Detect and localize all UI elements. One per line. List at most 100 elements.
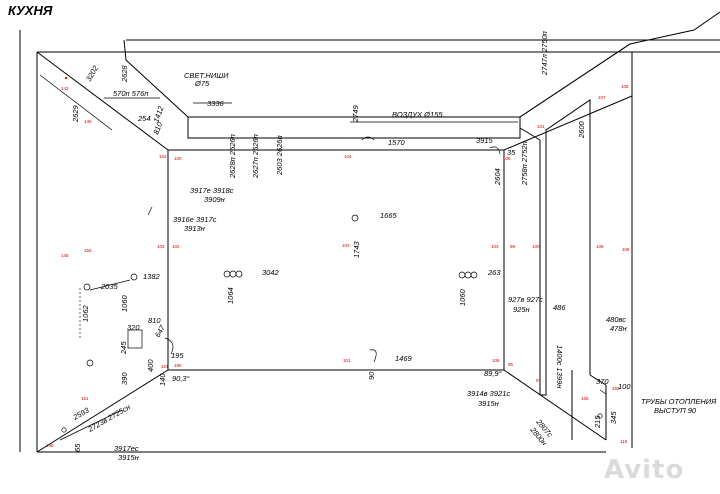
dimension: 2749 xyxy=(351,104,360,123)
dimension: 140 xyxy=(158,373,167,386)
socket-icon xyxy=(464,271,472,279)
dimension: 3913н xyxy=(184,224,205,233)
dimension: 1469 xyxy=(395,354,413,363)
dimension: 1060 xyxy=(120,294,129,312)
mark-label: 99 xyxy=(510,244,516,249)
dimension: 3909н xyxy=(204,195,225,204)
outlet-block-icon xyxy=(127,329,143,349)
dimension: 570п 576п xyxy=(113,89,148,98)
dimension: 810 xyxy=(151,120,164,136)
mark-label: 151 xyxy=(81,396,89,401)
fixtures xyxy=(61,136,607,433)
socket-icon xyxy=(235,270,243,278)
socket-icon xyxy=(351,214,359,222)
dimension: 320 xyxy=(127,323,140,332)
pipe-icon xyxy=(489,146,501,155)
air-vent-icon xyxy=(361,136,375,141)
page-title: КУХНЯ xyxy=(8,3,53,18)
mark-label: 155 xyxy=(84,248,92,253)
dimension: 1062 xyxy=(81,304,90,322)
dimension: 2758п 2752п xyxy=(520,141,529,186)
wire-icon xyxy=(369,349,377,363)
pipes-label: ВЫСТУП 90 xyxy=(654,406,697,415)
dimension: 1412 xyxy=(151,104,165,124)
dimension: 1743 xyxy=(352,240,361,258)
dimension: 3042 xyxy=(262,268,280,277)
dimension: 2600 xyxy=(577,120,586,139)
wire-icon xyxy=(164,337,174,355)
dimension: 3915н xyxy=(478,399,499,408)
dimension: 3914в 3921с xyxy=(467,389,510,398)
mark-label: 116 xyxy=(620,439,628,444)
dimension: 2035 xyxy=(100,282,119,291)
mark-label: 108 xyxy=(621,84,629,89)
wire-icon xyxy=(147,206,153,216)
socket-icon xyxy=(470,271,478,279)
socket-icon xyxy=(130,273,138,281)
dimension: 195 xyxy=(171,351,184,360)
dimension: 3917е 3918с xyxy=(190,186,234,195)
mark-label: 106 xyxy=(596,244,604,249)
socket-icon xyxy=(229,270,237,278)
room-lines xyxy=(19,11,720,453)
dimension: 2603 2626п xyxy=(275,135,284,176)
dimension: 3336 xyxy=(207,99,225,108)
dimension: 345 xyxy=(609,411,618,424)
pipe-icon xyxy=(599,389,607,395)
socket-icon xyxy=(83,283,91,291)
dimension: 3915н xyxy=(118,453,139,462)
dimension: 254 xyxy=(137,114,151,123)
mark-label: 100 xyxy=(532,244,540,249)
mark-label: 105 xyxy=(503,156,511,161)
dimension: 390 xyxy=(120,372,129,385)
dimension: 925н xyxy=(513,305,530,314)
dimension: 486 xyxy=(553,303,566,312)
dimension: 65 xyxy=(73,443,82,452)
dimension: 2627п 2626п xyxy=(251,134,260,179)
mark-label: 103 xyxy=(157,244,165,249)
mark-label: 146 xyxy=(84,119,92,124)
niche-diameter: Ø75 xyxy=(194,79,210,88)
pipes-label: ТРУБЫ ОТОПЛЕНИЯ xyxy=(641,397,717,406)
dimension: 1400с 1399н xyxy=(555,345,564,388)
angle: 89,9° xyxy=(484,369,502,378)
dimension: 810 xyxy=(148,316,161,325)
socket-icon xyxy=(223,270,231,278)
dimension: 2629 xyxy=(71,104,80,123)
dimension: 2747л 2750п xyxy=(540,31,549,76)
dimension: 3916е 3917с xyxy=(173,215,217,224)
mark-label: 103 xyxy=(342,243,350,248)
dimension: 2628п 2626п xyxy=(228,134,237,179)
mark-label: 109 xyxy=(622,247,630,252)
mark-label: 143 xyxy=(61,86,69,91)
mark-label: 104 xyxy=(344,154,352,159)
dimension: 3202 xyxy=(84,63,101,83)
mark-label: 101 xyxy=(343,358,351,363)
mark-label: 95 xyxy=(508,362,514,367)
dimension: 2628 xyxy=(120,64,129,83)
niche-label: СВЕТ.НИШИ xyxy=(184,71,229,80)
socket-icon xyxy=(458,271,466,279)
mark-label: 107 xyxy=(598,95,606,100)
socket-icon xyxy=(86,359,94,367)
mark-label: 165 xyxy=(581,396,589,401)
mark-label: 100 xyxy=(174,156,182,161)
mark-label: 102 xyxy=(172,244,180,249)
dimension: 263 xyxy=(487,268,501,277)
mark-label: 160 xyxy=(612,386,620,391)
mark-label: 190 xyxy=(174,363,182,368)
dimension: 90 xyxy=(367,371,376,380)
dimension: 35 xyxy=(507,148,516,157)
dimension: 400 xyxy=(146,359,155,372)
mark-label: 153 xyxy=(159,154,167,159)
dimension: 245 xyxy=(119,341,128,355)
angle: 90,3° xyxy=(172,374,190,383)
dimension: 1665 xyxy=(380,211,398,220)
dimension: 1060 xyxy=(458,288,467,306)
dimension: 215 xyxy=(593,415,602,429)
dimension: 2604 xyxy=(493,168,502,186)
dimension: 927в 927с xyxy=(508,295,543,304)
dimension: 1382 xyxy=(143,272,161,281)
dimension: 3917ес xyxy=(114,444,139,453)
